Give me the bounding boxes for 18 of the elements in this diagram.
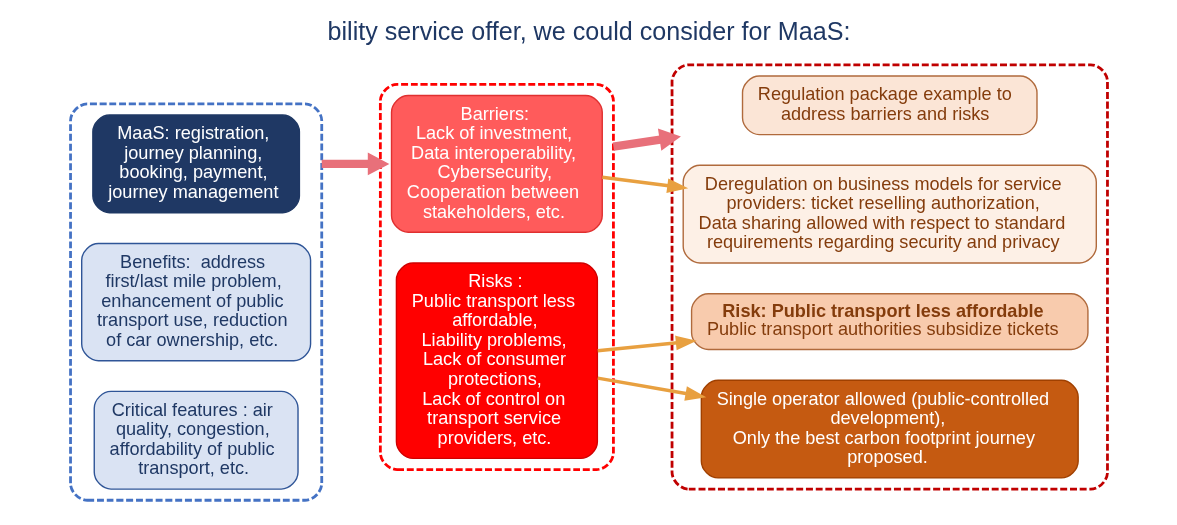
arrow bbox=[597, 335, 697, 352]
node-box: Regulation package example to address barriers and risks bbox=[741, 74, 1038, 135]
arrow bbox=[612, 127, 681, 151]
node-box: Benefits: address first/last mile problem, enhancement of public transport use, reduction of car ownership, etc. bbox=[80, 242, 311, 361]
node-box: Risk: Public transport less affordable Public transport authorities subsidize tickets bbox=[690, 292, 1089, 350]
node-box: Critical features : air quality, congestion, affordability of public transport, etc. bbox=[93, 390, 299, 490]
arrow bbox=[321, 152, 389, 175]
arrow bbox=[601, 175, 688, 193]
arrow bbox=[596, 375, 706, 401]
node-box: Single operator allowed (public-controlled development), Only the best carbon footprint journey proposed. bbox=[700, 379, 1079, 479]
cluster bbox=[378, 82, 615, 471]
node-box: Risks : Public transport less affordable, Liability problems, Lack of consumer protections, Lack of control on transport service providers, etc. bbox=[395, 261, 598, 459]
diagram-title: bility service offer, we could consider for MaaS: bbox=[327, 16, 850, 45]
node-box: Deregulation on business models for service providers: ticket reselling authorization, Data sharing allowed with respect to standard requirements regarding security and privacy bbox=[682, 164, 1097, 264]
cluster bbox=[68, 102, 323, 502]
cluster bbox=[670, 62, 1109, 490]
node-box: Barriers: Lack of investment, Data interoperability, Cybersecurity, Cooperation between stakeholders, etc. bbox=[390, 94, 603, 233]
node-box: MaaS: registration, journey planning, booking, payment, journey management bbox=[91, 113, 300, 213]
